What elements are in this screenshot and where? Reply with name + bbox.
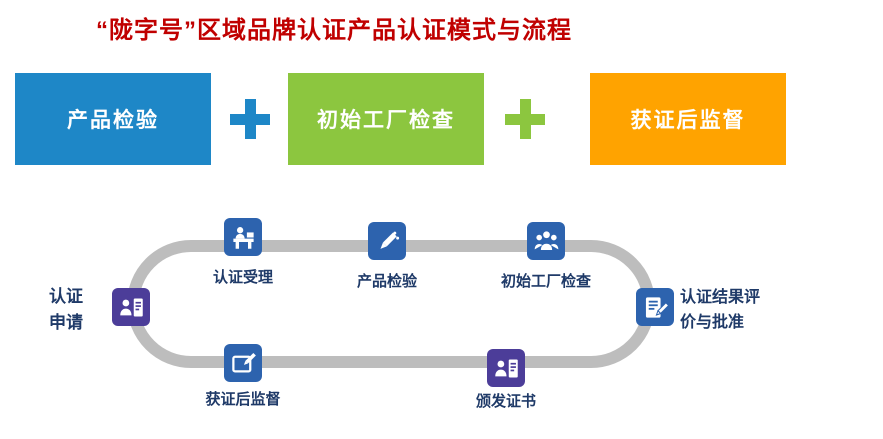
step-label-result-evaluation: 认证结果评价与批准 [680, 289, 761, 331]
application-form-icon [112, 288, 150, 326]
page-title: “陇字号”区域品牌认证产品认证模式与流程 [96, 17, 572, 44]
mode-box-product-inspection: 产品检验 [15, 73, 211, 165]
step-label-product-inspection: 产品检验 [356, 273, 417, 290]
step-label-certificate-issuance: 颁发证书 [475, 393, 536, 410]
mode-box-initial-factory-inspection-label: 初始工厂检查 [317, 109, 455, 132]
plus-icon [230, 99, 270, 139]
mode-box-post-certification-supervision-label: 获证后监督 [630, 109, 746, 132]
plus-icon [505, 99, 545, 139]
mode-box-product-inspection-label: 产品检验 [67, 109, 159, 132]
step-label-post-certification-supervision: 获证后监督 [205, 391, 281, 408]
supervision-pen-icon [224, 344, 262, 382]
inspection-pencil-icon [368, 222, 406, 260]
team-icon [527, 222, 565, 260]
certificate-icon [487, 349, 525, 387]
reception-desk-icon [224, 218, 262, 256]
step-label-application: 认证申请 [49, 287, 83, 332]
mode-box-post-certification-supervision: 获证后监督 [590, 73, 786, 165]
step-label-initial-factory-inspection: 初始工厂检查 [500, 273, 591, 290]
evaluation-document-icon [636, 288, 674, 326]
mode-box-initial-factory-inspection: 初始工厂检查 [288, 73, 484, 165]
step-label-acceptance: 认证受理 [212, 269, 273, 286]
